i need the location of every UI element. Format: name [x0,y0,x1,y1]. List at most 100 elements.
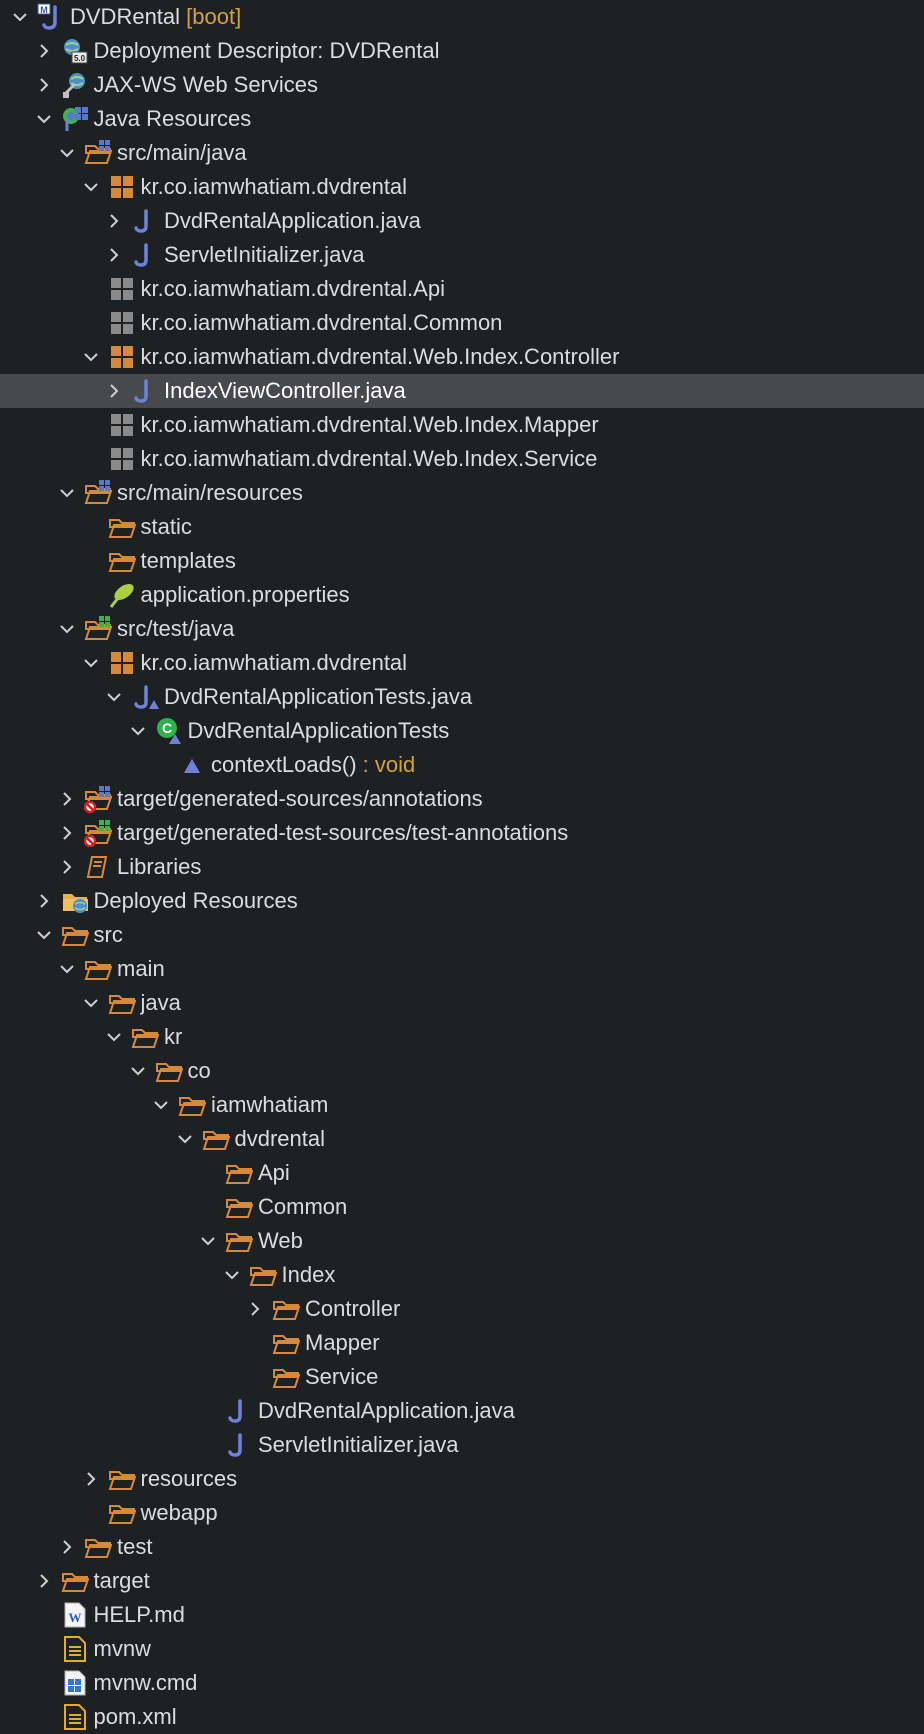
tree-item-api[interactable]: Api [0,1156,924,1190]
chevron-down-icon[interactable] [34,102,54,136]
generated-source-folder-icon [84,785,112,813]
chevron-down-icon[interactable] [104,1020,124,1054]
tree-item-target[interactable]: target [0,1564,924,1598]
tree-item-application-properties[interactable]: application.properties [0,578,924,612]
tree-item-label: target/generated-test-sources/test-annot… [117,816,568,850]
chevron-down-icon[interactable] [104,680,124,714]
tree-item-test[interactable]: test [0,1530,924,1564]
chevron-right-icon[interactable] [34,884,54,918]
item-name: test [117,1534,153,1559]
tree-item-index[interactable]: Index [0,1258,924,1292]
tree-item-web[interactable]: Web [0,1224,924,1258]
tree-item-src[interactable]: src [0,918,924,952]
tree-item-target-generated-sources-annotations[interactable]: target/generated-sources/annotations [0,782,924,816]
chevron-down-icon[interactable] [198,1224,218,1258]
chevron-right-icon[interactable] [57,816,77,850]
chevron-right-icon[interactable] [104,374,124,408]
tree-item-deployed-resources[interactable]: Deployed Resources [0,884,924,918]
tree-item-libraries[interactable]: Libraries [0,850,924,884]
tree-item-webapp[interactable]: webapp [0,1496,924,1530]
item-name: java [140,990,181,1015]
folder-icon [202,1125,230,1153]
tree-item-src-test-java[interactable]: src/test/java [0,612,924,646]
item-name: resources [140,1466,238,1491]
tree-item-dvdrentalapplication-java[interactable]: DvdRentalApplication.java [0,1394,924,1428]
tree-item-java[interactable]: java [0,986,924,1020]
tree-item-src-main-java[interactable]: src/main/java [0,136,924,170]
chevron-down-icon[interactable] [175,1122,195,1156]
tree-item-pom-xml[interactable]: pom.xml [0,1700,924,1734]
tree-item-kr-co-iamwhatiam-dvdrental[interactable]: kr.co.iamwhatiam.dvdrental [0,170,924,204]
tree-item-resources[interactable]: resources [0,1462,924,1496]
source-folder-icon [84,139,112,167]
chevron-down-icon[interactable] [81,340,101,374]
chevron-right-icon[interactable] [245,1292,265,1326]
chevron-down-icon[interactable] [57,612,77,646]
chevron-right-icon[interactable] [104,204,124,238]
tree-item-iamwhatiam[interactable]: iamwhatiam [0,1088,924,1122]
tree-item-templates[interactable]: templates [0,544,924,578]
tree-item-target-generated-test-sources-test-annotations[interactable]: target/generated-test-sources/test-annot… [0,816,924,850]
tree-item-kr-co-iamwhatiam-dvdrental[interactable]: kr.co.iamwhatiam.dvdrental [0,646,924,680]
chevron-down-icon[interactable] [57,136,77,170]
chevron-right-icon[interactable] [57,1530,77,1564]
tree-item-service[interactable]: Service [0,1360,924,1394]
tree-item-indexviewcontroller-java[interactable]: IndexViewController.java [0,374,924,408]
chevron-down-icon[interactable] [81,170,101,204]
chevron-down-icon[interactable] [81,646,101,680]
tree-item-kr-co-iamwhatiam-dvdrental-api[interactable]: kr.co.iamwhatiam.dvdrental.Api [0,272,924,306]
tree-item-label: kr.co.iamwhatiam.dvdrental [141,646,408,680]
tree-item-contextloads[interactable]: contextLoads() : void [0,748,924,782]
tree-item-common[interactable]: Common [0,1190,924,1224]
chevron-right-icon[interactable] [57,782,77,816]
tree-item-src-main-resources[interactable]: src/main/resources [0,476,924,510]
chevron-down-icon[interactable] [57,952,77,986]
tree-item-mvnw[interactable]: mvnw [0,1632,924,1666]
tree-item-co[interactable]: co [0,1054,924,1088]
tree-item-controller[interactable]: Controller [0,1292,924,1326]
chevron-down-icon[interactable] [34,918,54,952]
chevron-right-icon[interactable] [81,1462,101,1496]
chevron-right-icon[interactable] [34,68,54,102]
chevron-right-icon[interactable] [104,238,124,272]
chevron-right-icon[interactable] [57,850,77,884]
tree-item-kr-co-iamwhatiam-dvdrental-web-index-controller[interactable]: kr.co.iamwhatiam.dvdrental.Web.Index.Con… [0,340,924,374]
item-name: Index [281,1262,336,1287]
item-name: application.properties [140,582,350,607]
item-name: DvdRentalApplicationTests [187,718,450,743]
chevron-right-icon[interactable] [34,1564,54,1598]
tree-item-static[interactable]: static [0,510,924,544]
tree-item-dvdrentalapplication-java[interactable]: DvdRentalApplication.java [0,204,924,238]
chevron-down-icon[interactable] [151,1088,171,1122]
tree-item-kr-co-iamwhatiam-dvdrental-common[interactable]: kr.co.iamwhatiam.dvdrental.Common [0,306,924,340]
tree-item-main[interactable]: main [0,952,924,986]
tree-item-label: DvdRentalApplicationTests [188,714,450,748]
chevron-down-icon[interactable] [128,714,148,748]
chevron-down-icon[interactable] [81,986,101,1020]
tree-item-kr-co-iamwhatiam-dvdrental-web-index-mapper[interactable]: kr.co.iamwhatiam.dvdrental.Web.Index.Map… [0,408,924,442]
tree-item-dvdrental[interactable]: dvdrental [0,1122,924,1156]
tree-item-kr-co-iamwhatiam-dvdrental-web-index-service[interactable]: kr.co.iamwhatiam.dvdrental.Web.Index.Ser… [0,442,924,476]
tree-item-servletinitializer-java[interactable]: ServletInitializer.java [0,238,924,272]
tree-item-mvnw-cmd[interactable]: mvnw.cmd [0,1666,924,1700]
tree-item-servletinitializer-java[interactable]: ServletInitializer.java [0,1428,924,1462]
tree-item-kr[interactable]: kr [0,1020,924,1054]
java-file-icon [225,1431,253,1459]
item-name: DvdRentalApplication.java [164,208,421,233]
tree-item-dvdrentalapplicationtests-java[interactable]: DvdRentalApplicationTests.java [0,680,924,714]
tree-item-java-resources[interactable]: Java Resources [0,102,924,136]
chevron-down-icon[interactable] [222,1258,242,1292]
class-icon: C [155,717,183,745]
chevron-down-icon[interactable] [128,1054,148,1088]
java-test-file-icon [131,683,159,711]
tree-item-jax-ws-web-services[interactable]: JAX-WS Web Services [0,68,924,102]
tree-item-mapper[interactable]: Mapper [0,1326,924,1360]
chevron-down-icon[interactable] [57,476,77,510]
chevron-right-icon[interactable] [34,34,54,68]
tree-item-label: Common [258,1190,347,1224]
chevron-down-icon[interactable] [10,0,30,34]
